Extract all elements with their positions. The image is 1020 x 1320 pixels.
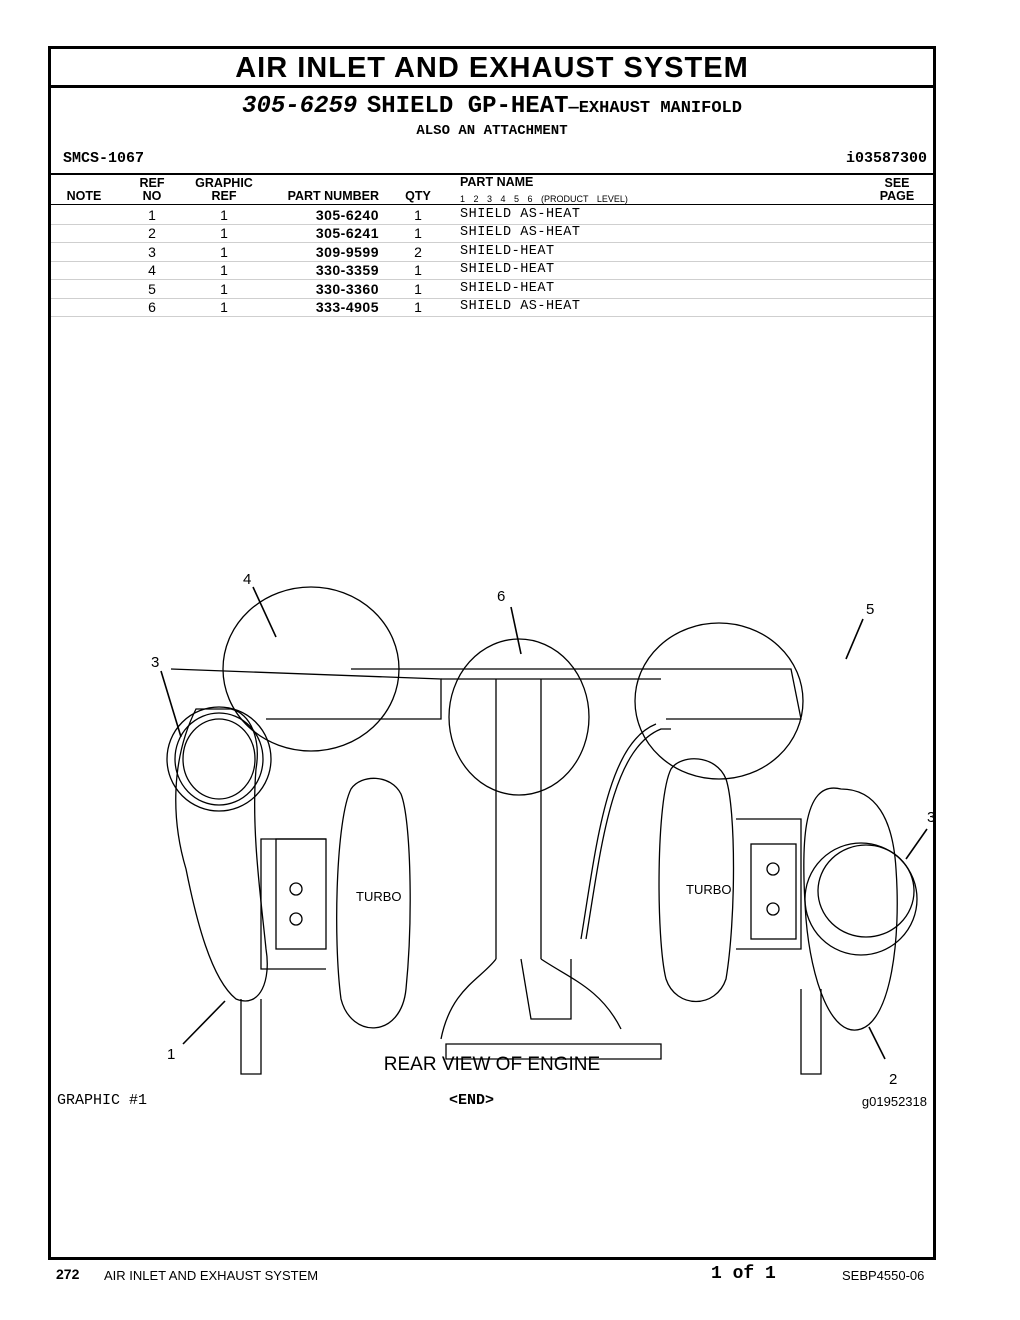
graphic-ref-cell: 1 xyxy=(220,243,228,260)
ref-no-cell: 1 xyxy=(148,207,156,223)
col-note: NOTE xyxy=(66,189,102,203)
graphic-ref-cell: 1 xyxy=(220,262,228,279)
qty-cell: 1 xyxy=(414,299,422,315)
ref-no-cell: 5 xyxy=(148,280,156,297)
graphic-ref-cell: 1 xyxy=(220,207,228,223)
also-attachment: ALSO AN ATTACHMENT xyxy=(416,123,568,139)
smcs-code: SMCS-1067 xyxy=(63,150,145,167)
figure-caption: REAR VIEW OF ENGINE xyxy=(383,1054,601,1075)
graphic-ref-cell: 1 xyxy=(220,225,228,242)
callout-2: 2 xyxy=(889,1071,897,1088)
col-see-bottom: PAGE xyxy=(879,189,915,203)
callout-4: 4 xyxy=(243,571,251,588)
qty-cell: 1 xyxy=(414,225,422,242)
callout-3-right: 3 xyxy=(927,809,935,826)
group-part-number: 305-6259 xyxy=(242,93,358,120)
product-level-header: 1 2 3 4 5 6 (PRODUCT LEVEL) xyxy=(460,194,628,204)
end-marker: <END> xyxy=(449,1092,495,1109)
part-number-cell: 305-6240 xyxy=(315,207,379,223)
document-id: i03587300 xyxy=(845,150,927,167)
table-row: 2 1 305-6241 1 SHIELD AS-HEAT xyxy=(51,224,933,244)
ref-no-cell: 4 xyxy=(148,262,156,279)
ref-no-cell: 2 xyxy=(148,225,156,242)
part-name-cell: SHIELD AS-HEAT xyxy=(460,207,581,222)
page-of: 1 of 1 xyxy=(711,1264,776,1284)
table-row: 6 1 333-4905 1 SHIELD AS-HEAT xyxy=(51,298,933,317)
graphic-id: g01952318 xyxy=(861,1094,927,1109)
part-name-cell: SHIELD AS-HEAT xyxy=(460,225,581,241)
section-title: AIR INLET AND EXHAUST SYSTEM xyxy=(235,52,749,84)
turbo-label-left: TURBO xyxy=(356,889,402,904)
table-row: 4 1 330-3359 1 SHIELD-HEAT xyxy=(51,261,933,281)
group-title: 305-6259 SHIELD GP-HEAT—EXHAUST MANIFOLD xyxy=(51,93,933,120)
callout-6: 6 xyxy=(497,588,505,605)
col-part-number: PART NUMBER xyxy=(287,189,379,203)
col-graphic-bottom: REF xyxy=(211,189,237,203)
callout-5: 5 xyxy=(866,601,874,618)
section-title-bar: AIR INLET AND EXHAUST SYSTEM xyxy=(51,49,933,88)
col-graphic-top: GRAPHIC xyxy=(195,176,253,190)
table-row: 1 1 305-6240 1 SHIELD AS-HEAT xyxy=(51,206,933,225)
ref-no-cell: 3 xyxy=(148,243,156,260)
part-number-cell: 309-9599 xyxy=(315,243,379,260)
table-row: 3 1 309-9599 2 SHIELD-HEAT xyxy=(51,243,933,262)
qty-cell: 2 xyxy=(414,243,422,260)
part-number-cell: 330-3360 xyxy=(315,280,379,297)
page-number: 272 xyxy=(56,1266,80,1282)
col-ref-bottom: NO xyxy=(142,189,162,203)
document-number: SEBP4550-06 xyxy=(842,1268,925,1283)
part-name-cell: SHIELD AS-HEAT xyxy=(460,299,581,314)
table-top-rule xyxy=(51,173,933,175)
group-part-name: SHIELD GP-HEAT xyxy=(366,93,569,120)
callout-1: 1 xyxy=(167,1046,175,1063)
col-part-name: PART NAME xyxy=(460,175,534,189)
turbo-label-right: TURBO xyxy=(686,882,732,897)
part-name-cell: SHIELD-HEAT xyxy=(460,280,555,296)
col-ref-top: REF xyxy=(139,176,165,190)
qty-cell: 1 xyxy=(414,262,422,279)
part-number-cell: 305-6241 xyxy=(315,225,379,242)
exploded-view-diagram: 4 6 5 3 3 1 2 TURBO TURBO xyxy=(151,571,935,1088)
ref-no-cell: 6 xyxy=(148,299,156,315)
qty-cell: 1 xyxy=(414,280,422,297)
part-number-cell: 333-4905 xyxy=(315,299,379,315)
table-row: 5 1 330-3360 1 SHIELD-HEAT xyxy=(51,280,933,299)
graphic-ref-cell: 1 xyxy=(220,299,228,315)
graphic-ref-cell: 1 xyxy=(220,280,228,297)
footer-section: AIR INLET AND EXHAUST SYSTEM xyxy=(104,1268,319,1283)
part-number-cell: 330-3359 xyxy=(315,262,379,279)
qty-cell: 1 xyxy=(414,207,422,223)
callout-3-left: 3 xyxy=(151,654,159,671)
graphic-label: GRAPHIC #1 xyxy=(57,1092,148,1109)
col-qty: QTY xyxy=(405,189,431,203)
part-name-cell: SHIELD-HEAT xyxy=(460,243,555,259)
group-part-subname: —EXHAUST MANIFOLD xyxy=(568,99,742,118)
part-name-cell: SHIELD-HEAT xyxy=(460,262,555,278)
table-header-rule xyxy=(51,204,933,205)
col-see-top: SEE xyxy=(884,176,910,190)
page-frame: AIR INLET AND EXHAUST SYSTEM 305-6259 SH… xyxy=(48,46,936,1260)
